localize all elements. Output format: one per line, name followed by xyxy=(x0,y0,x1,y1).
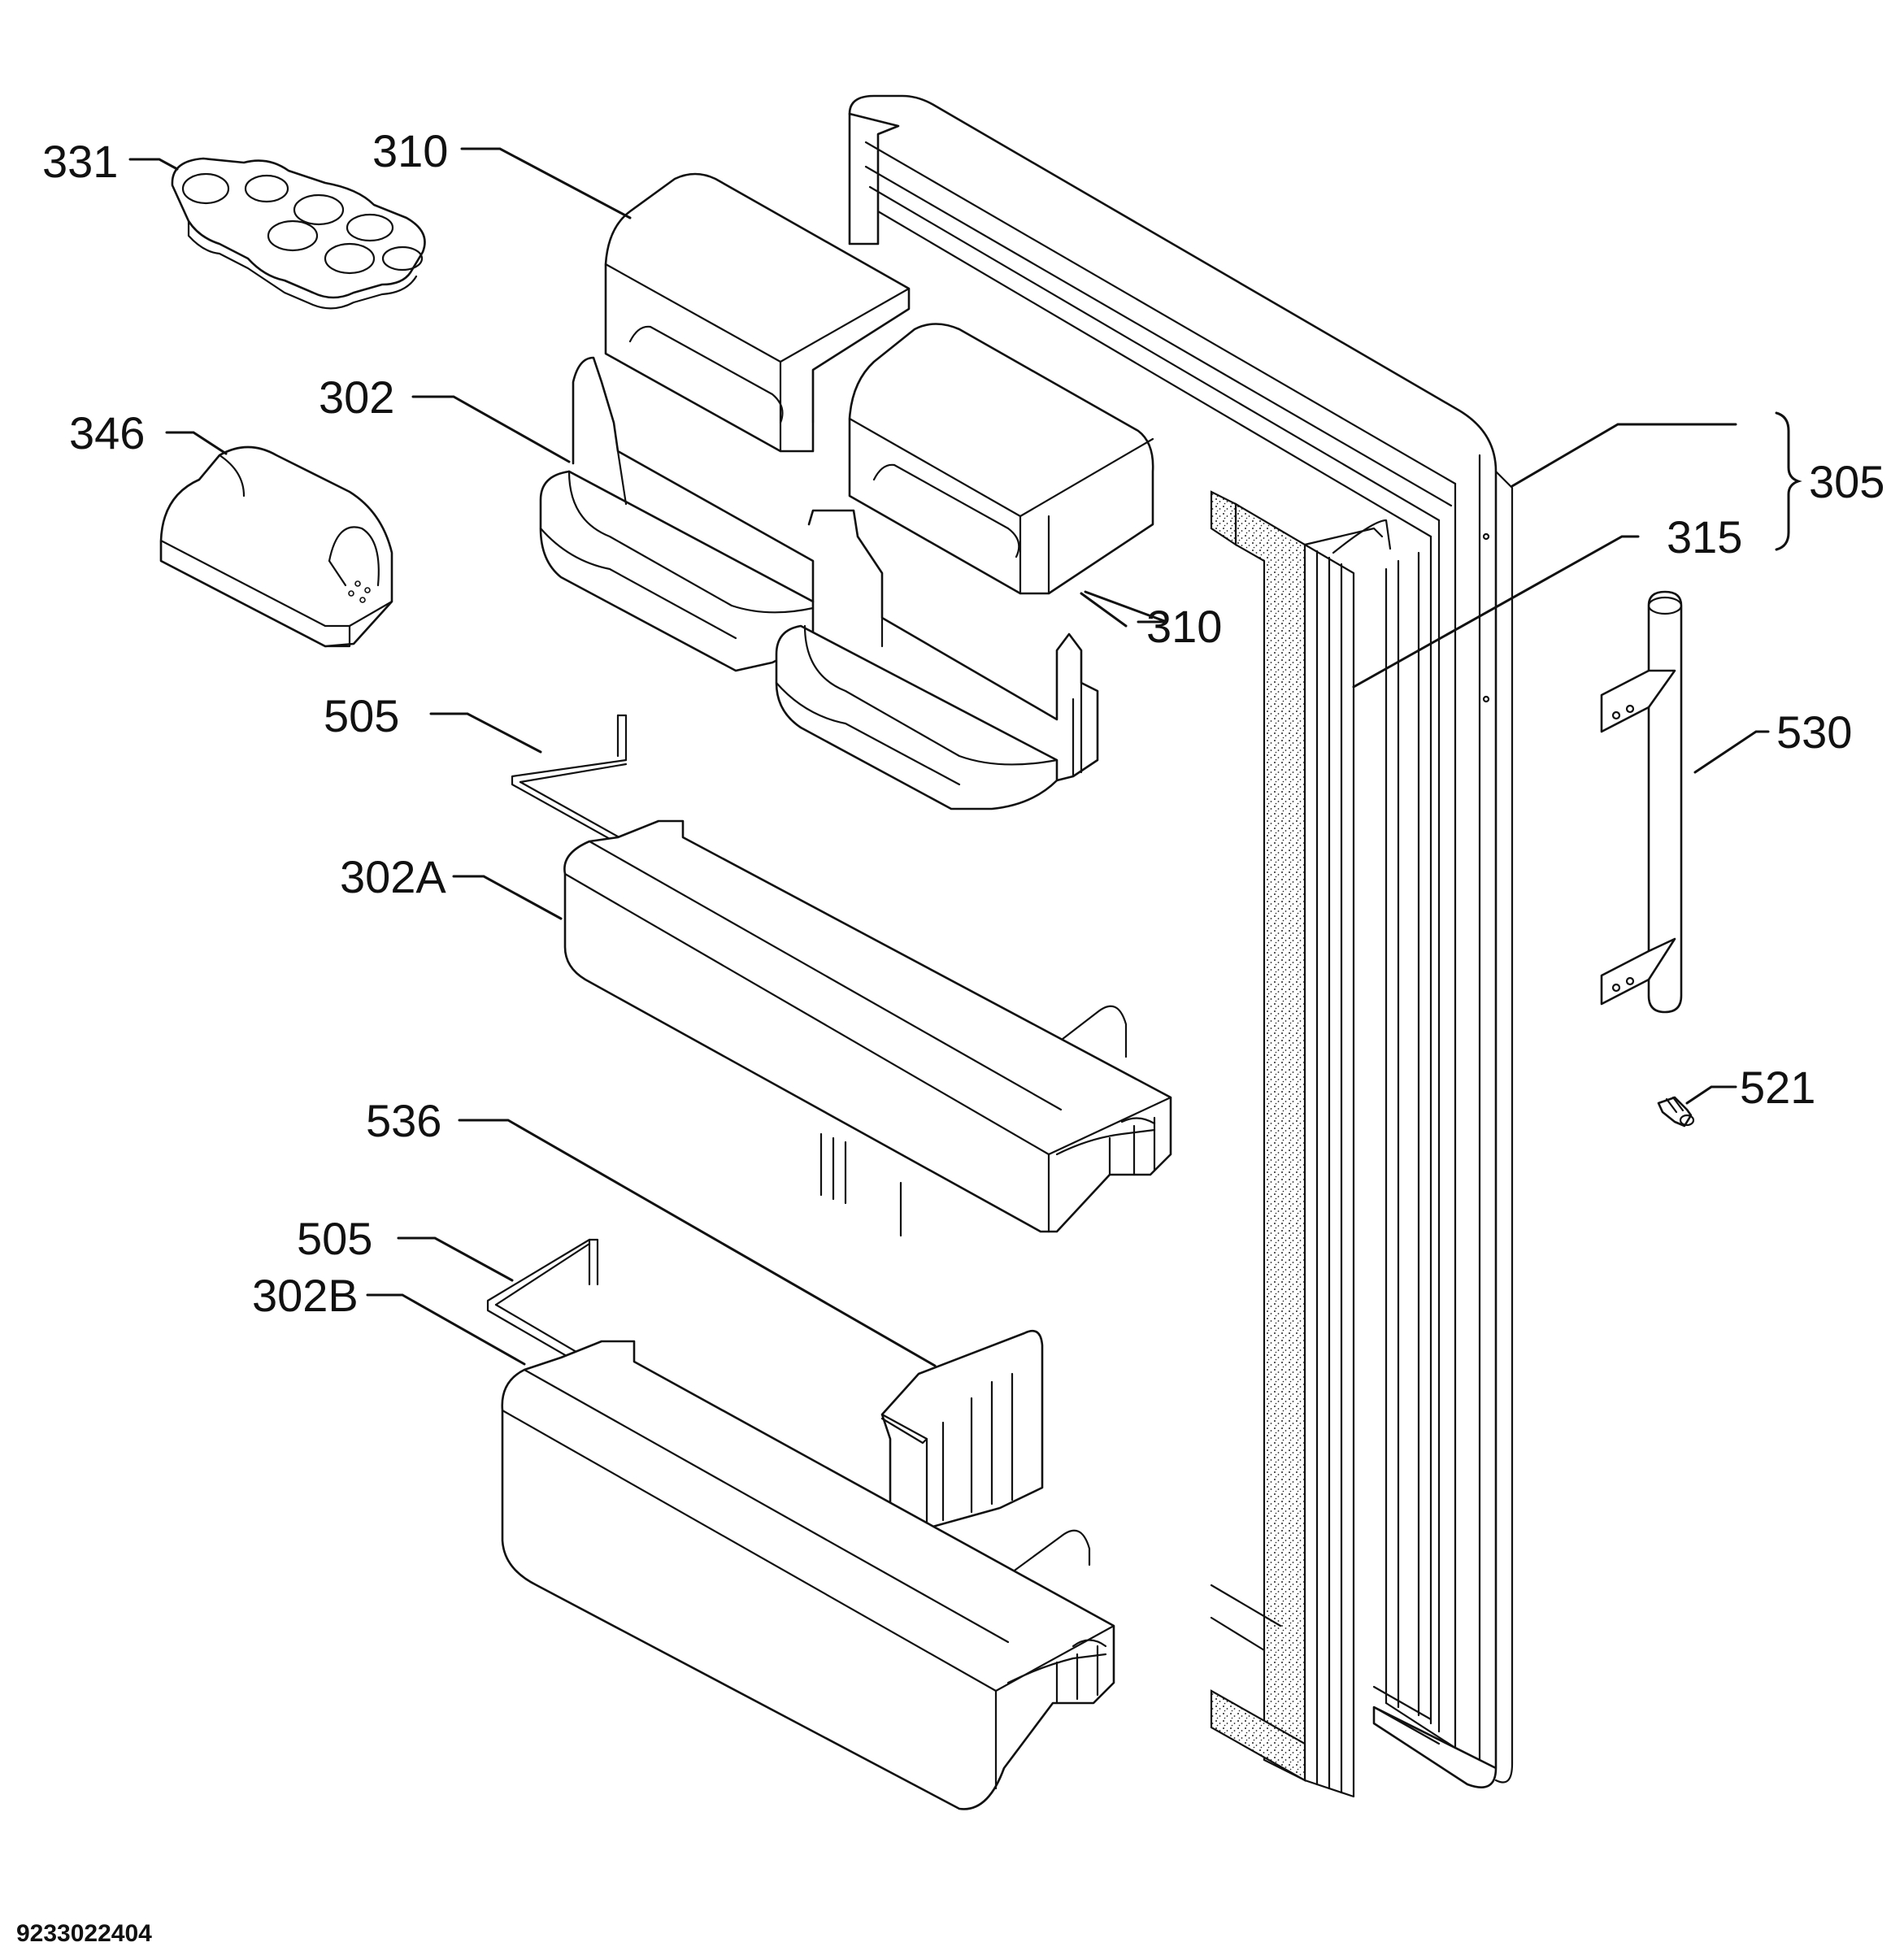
callout-310-lower: 310 xyxy=(1146,601,1222,652)
callout-305: 305 xyxy=(1809,456,1884,507)
door-shelf-upper-right xyxy=(775,509,1099,810)
callout-505-lower: 505 xyxy=(297,1213,372,1264)
callout-302: 302 xyxy=(319,372,394,423)
door-shelf-302a xyxy=(563,819,1172,1233)
callout-315: 315 xyxy=(1667,511,1742,563)
egg-tray xyxy=(171,157,426,310)
shelf-cover-right xyxy=(848,323,1154,595)
callout-labels: 331 310 302 346 305 315 310 505 530 302A… xyxy=(16,125,1884,1947)
callout-346: 346 xyxy=(69,407,145,458)
callout-530: 530 xyxy=(1776,706,1852,758)
screw xyxy=(1657,1096,1695,1128)
callout-521: 521 xyxy=(1740,1062,1815,1113)
callout-302b: 302B xyxy=(252,1270,359,1321)
callout-310-upper: 310 xyxy=(372,125,448,176)
shelf-cover-left xyxy=(604,172,911,453)
door-shelf-302b xyxy=(501,1340,1115,1810)
callout-505-upper: 505 xyxy=(324,690,399,741)
callout-302a: 302A xyxy=(340,851,446,902)
shelf-divider xyxy=(880,1329,1044,1530)
leader-lines xyxy=(128,147,1770,1367)
door-shelf-upper xyxy=(539,356,815,672)
bracket-305 xyxy=(1775,411,1802,551)
callout-331: 331 xyxy=(42,136,118,187)
door-handle xyxy=(1600,590,1683,1014)
callout-536: 536 xyxy=(366,1095,441,1146)
door-gasket xyxy=(1210,490,1392,1798)
document-number: 9233022404 xyxy=(16,1920,152,1947)
butter-dish xyxy=(159,445,393,648)
center-stripes xyxy=(819,1132,902,1237)
